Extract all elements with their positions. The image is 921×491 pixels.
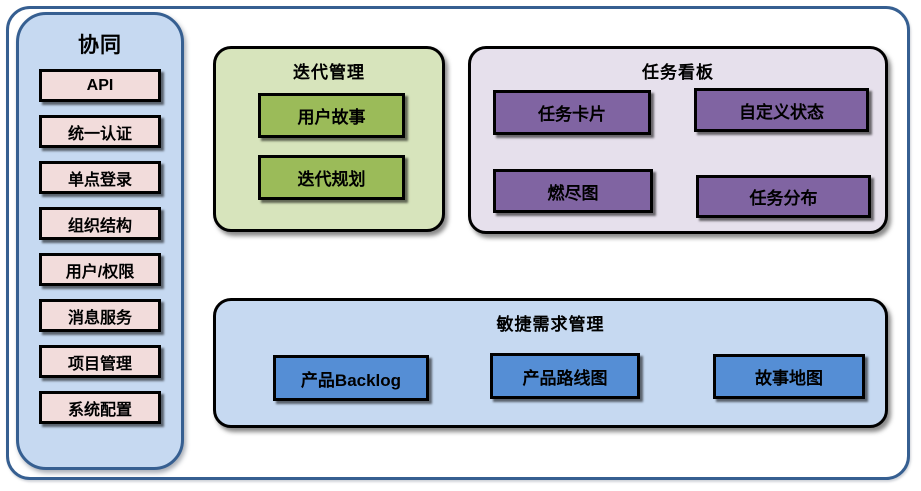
sidebar-item-users-permissions: 用户/权限 (39, 253, 161, 286)
collaboration-panel: 协同 API 统一认证 单点登录 组织结构 用户/权限 消息服务 项目管理 系统… (16, 12, 184, 470)
sidebar-item-org-structure: 组织结构 (39, 207, 161, 240)
iteration-management-title: 迭代管理 (293, 63, 365, 82)
sidebar-item-project-management: 项目管理 (39, 345, 161, 378)
feature-user-story: 用户故事 (258, 93, 405, 138)
feature-story-map: 故事地图 (713, 354, 865, 399)
feature-product-backlog: 产品Backlog (273, 355, 429, 401)
sidebar-item-api: API (39, 69, 161, 102)
feature-task-card: 任务卡片 (493, 90, 651, 135)
task-kanban-group: 任务看板 任务卡片 自定义状态 燃尽图 任务分布 (468, 46, 888, 234)
agile-requirement-group: 敏捷需求管理 产品Backlog 产品路线图 故事地图 (213, 298, 888, 428)
feature-product-roadmap: 产品路线图 (490, 353, 640, 399)
sidebar-item-system-config: 系统配置 (39, 391, 161, 424)
collaboration-item-list: API 统一认证 单点登录 组织结构 用户/权限 消息服务 项目管理 系统配置 (39, 69, 161, 437)
sidebar-item-sso: 单点登录 (39, 161, 161, 194)
feature-iteration-planning: 迭代规划 (258, 155, 405, 200)
agile-requirement-title: 敏捷需求管理 (496, 315, 605, 334)
feature-burndown-chart: 燃尽图 (493, 169, 653, 213)
feature-custom-status: 自定义状态 (694, 88, 869, 132)
iteration-management-group: 迭代管理 用户故事 迭代规划 (213, 46, 445, 232)
task-kanban-title: 任务看板 (642, 63, 714, 82)
feature-task-distribution: 任务分布 (696, 175, 871, 218)
collaboration-panel-title: 协同 (78, 34, 122, 57)
sidebar-item-unified-auth: 统一认证 (39, 115, 161, 148)
sidebar-item-message-service: 消息服务 (39, 299, 161, 332)
